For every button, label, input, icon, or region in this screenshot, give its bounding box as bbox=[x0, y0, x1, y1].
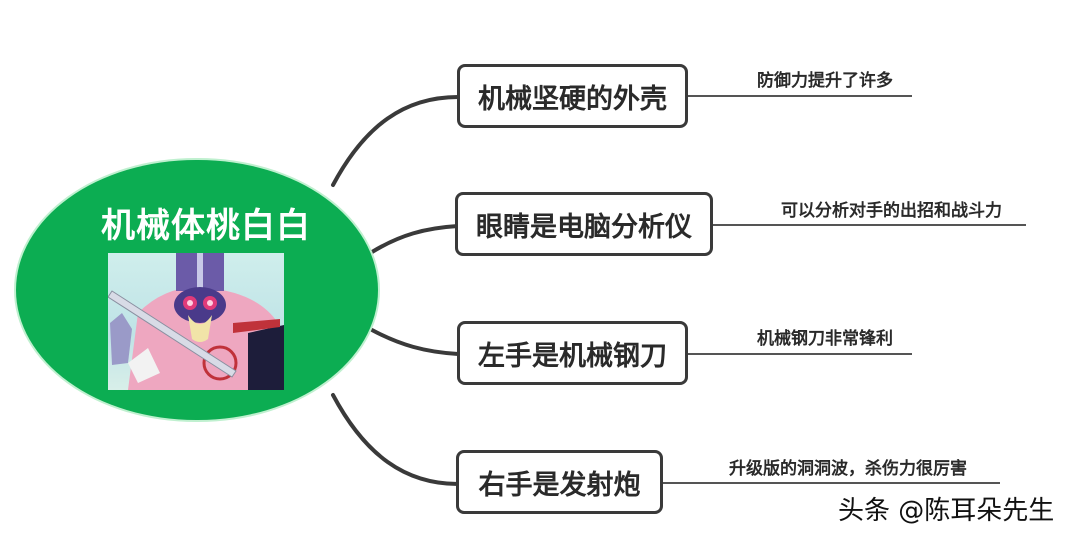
connector-branch-4 bbox=[331, 393, 460, 486]
branch-label: 眼睛是电脑分析仪 bbox=[476, 211, 692, 243]
character-portrait bbox=[108, 253, 284, 390]
root-node[interactable]: 机械体桃白白 bbox=[16, 160, 378, 420]
branch-detail-1: 防御力提升了许多 bbox=[757, 71, 893, 91]
branch-node-2[interactable]: 眼睛是电脑分析仪 bbox=[455, 192, 713, 256]
branch-node-4[interactable]: 右手是发射炮 bbox=[456, 450, 663, 514]
watermark: 头条 @陈耳朵先生 bbox=[838, 496, 1055, 526]
branch-label: 左手是机械钢刀 bbox=[478, 340, 667, 372]
branch-label: 机械坚硬的外壳 bbox=[478, 83, 667, 115]
connector-branch-1 bbox=[331, 95, 460, 187]
branch-node-3[interactable]: 左手是机械钢刀 bbox=[457, 321, 688, 385]
connector-branch-2 bbox=[370, 224, 460, 254]
root-title: 机械体桃白白 bbox=[101, 206, 311, 246]
character-illustration-icon bbox=[108, 253, 284, 390]
branch-detail-4: 升级版的洞洞波，杀伤力很厉害 bbox=[729, 459, 967, 479]
branch-node-1[interactable]: 机械坚硬的外壳 bbox=[457, 64, 688, 128]
branch-detail-3: 机械钢刀非常锋利 bbox=[757, 329, 893, 349]
connector-branch-3 bbox=[370, 328, 460, 356]
branch-label: 右手是发射炮 bbox=[478, 469, 641, 501]
branch-detail-2: 可以分析对手的出招和战斗力 bbox=[781, 201, 1002, 221]
